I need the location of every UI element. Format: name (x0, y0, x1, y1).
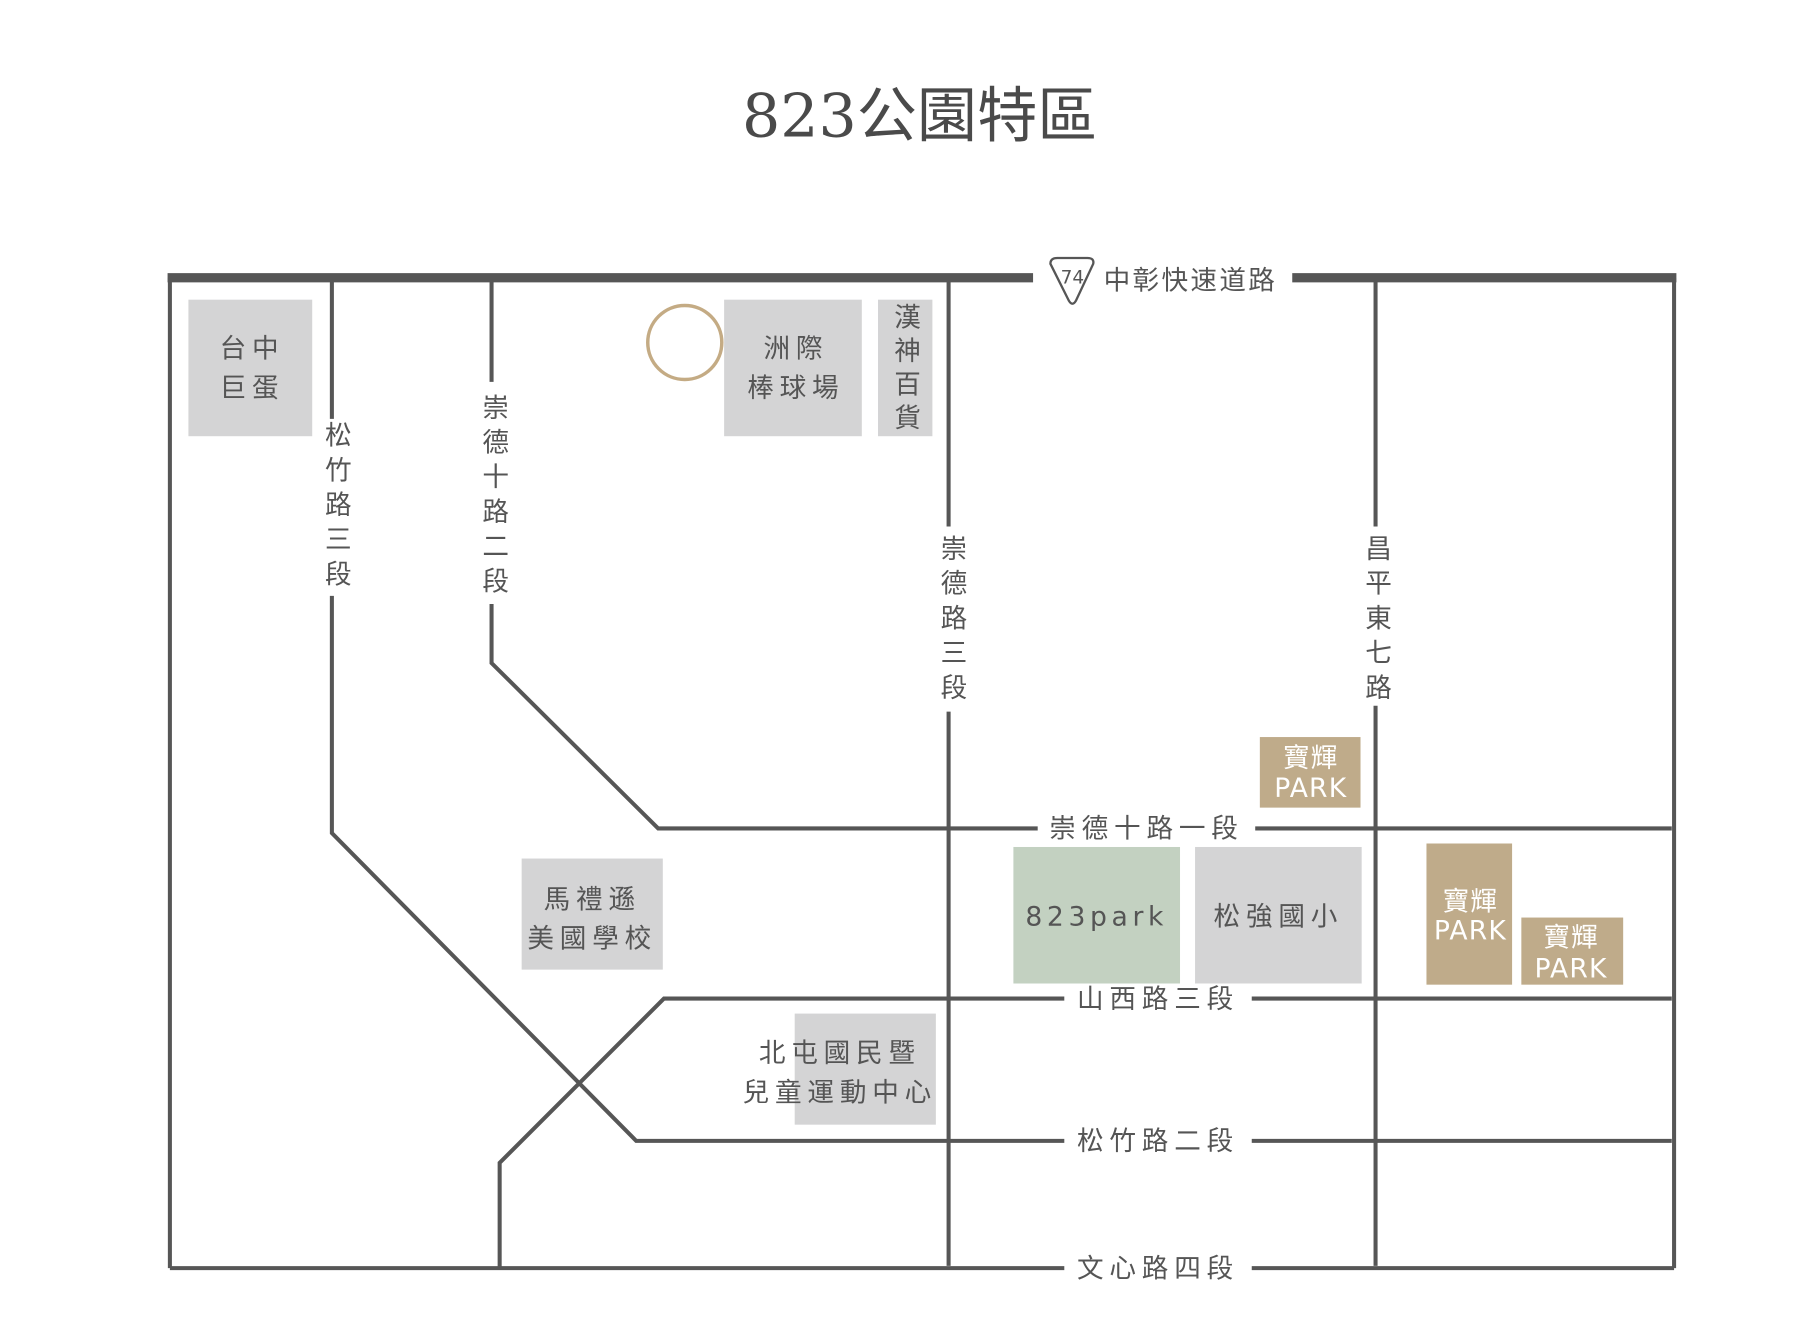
location-circle-marker (646, 303, 724, 382)
road-shanxi (497, 996, 1065, 1269)
road-label-songzhu-2: 松竹路二段 (1077, 1126, 1239, 1157)
place-baohui-park-1: 寶輝 PARK (1259, 737, 1361, 808)
road-network (167, 273, 1677, 1271)
road-chongde10 (489, 603, 1038, 831)
place-label: 馬禮遜 (544, 884, 641, 915)
place-label: 巨蛋 (220, 373, 285, 404)
place-hanshin-department-store: 漢神百貨 (878, 299, 933, 437)
place-label: 兒童運動中心 (743, 1078, 937, 1109)
brand-park: PARK (1434, 916, 1508, 947)
road-label-chongde-3: 崇德路三段 (935, 535, 966, 709)
place-label: 漢神百貨 (889, 303, 920, 437)
place-label: 松強國小 (1214, 902, 1344, 933)
place-morrison-academy: 馬禮遜 美國學校 (521, 858, 663, 970)
brand-name: 寶輝 (1283, 743, 1339, 774)
place-823-park: 823park (1013, 846, 1181, 984)
place-label: 美國學校 (527, 924, 657, 955)
place-songqiang-elementary: 松強國小 (1195, 846, 1362, 984)
place-taichung-dome: 台中 巨蛋 (188, 299, 313, 437)
place-baohui-park-3: 寶輝 PARK (1521, 917, 1624, 985)
place-label: 洲際 (763, 334, 828, 365)
road-label-songzhu-3: 松竹路三段 (320, 421, 351, 595)
road-label-chongde10-1: 崇德十路一段 (1049, 814, 1243, 845)
road-label-changping-e7: 昌平東七路 (1360, 535, 1391, 709)
brand-park: PARK (1535, 954, 1609, 985)
place-label: 棒球場 (747, 373, 844, 404)
brand-park: PARK (1274, 773, 1348, 804)
place-label: 台中 (220, 334, 285, 365)
highway-74-badge: 74 (1049, 256, 1095, 305)
map-title: 823公園特區 (742, 82, 1097, 152)
brand-name: 寶輝 (1443, 887, 1499, 918)
road-label-wenxin-4: 文心路四段 (1077, 1253, 1239, 1284)
road-label-shanxi-3: 山西路三段 (1077, 984, 1239, 1015)
highway-name: 中彰快速道路 (1104, 265, 1278, 296)
highway-shield-icon (1049, 256, 1095, 305)
place-intercontinental-stadium: 洲際 棒球場 (724, 299, 862, 437)
road-songzhu (329, 595, 1065, 1143)
highway-number: 74 (1061, 267, 1085, 288)
place-label: 北屯國民暨 (759, 1038, 921, 1069)
place-label: 823park (1025, 902, 1168, 933)
place-baohui-park-2: 寶輝 PARK (1426, 843, 1513, 985)
brand-name: 寶輝 (1543, 922, 1599, 953)
place-beitun-sports-center: 北屯國民暨 兒童運動中心 (743, 1013, 937, 1125)
road-label-chongde10-2: 崇德十路二段 (477, 393, 508, 601)
